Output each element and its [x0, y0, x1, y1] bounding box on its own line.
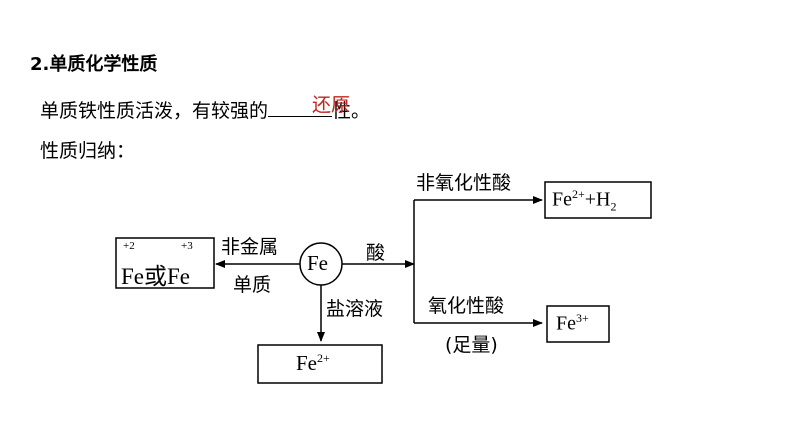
label-excess: (足量): [445, 334, 498, 356]
upper-product-box: [544, 181, 652, 219]
fe2-charge: 2+: [317, 351, 330, 365]
bottom-product-box: [257, 344, 383, 384]
charge-plus2: +2: [123, 240, 135, 252]
upper-fe-base: Fe: [552, 188, 572, 211]
bottom-box-formula: Fe2+: [296, 351, 330, 376]
summary-label: 性质归纳：: [40, 140, 136, 162]
fe-ii-symbol: Fe: [121, 264, 144, 289]
label-acid: 酸: [366, 242, 386, 264]
fe-iii-symbol: Fe: [167, 264, 190, 289]
answer-text: 还原: [312, 94, 351, 116]
label-nonmetal: 非金属: [221, 236, 279, 258]
upper-h-subscript: 2: [610, 199, 617, 214]
lower-fe-charge: 3+: [576, 311, 589, 325]
upper-fe-charge: 2+: [572, 187, 585, 201]
lower-box-formula: Fe3+: [556, 311, 589, 336]
upper-h-part: +H: [584, 188, 611, 211]
charge-plus3: +3: [181, 240, 193, 252]
property-sentence: 单质铁性质活泼，有较强的 性。: [40, 96, 370, 123]
section-title: 2.单质化学性质: [30, 54, 158, 75]
fe2-base: Fe: [296, 351, 317, 375]
or-word: 或: [144, 264, 167, 289]
answer-blank: [268, 98, 333, 117]
sentence-suffix: 性。: [332, 100, 371, 122]
upper-box-formula: Fe2++H2: [552, 187, 617, 215]
left-product-box: [115, 237, 215, 289]
label-element: 单质: [233, 274, 272, 296]
lower-fe-base: Fe: [556, 312, 576, 335]
label-oxidizing-acid: 氧化性酸: [428, 295, 505, 317]
label-salt-solution: 盐溶液: [326, 298, 384, 320]
label-nonoxidizing-acid: 非氧化性酸: [416, 172, 512, 194]
fe-center-label: Fe: [307, 251, 328, 275]
sentence-prefix: 单质铁性质活泼，有较强的: [40, 100, 269, 122]
lower-product-box: [546, 305, 610, 343]
left-box-formula: Fe或Fe: [121, 257, 190, 291]
